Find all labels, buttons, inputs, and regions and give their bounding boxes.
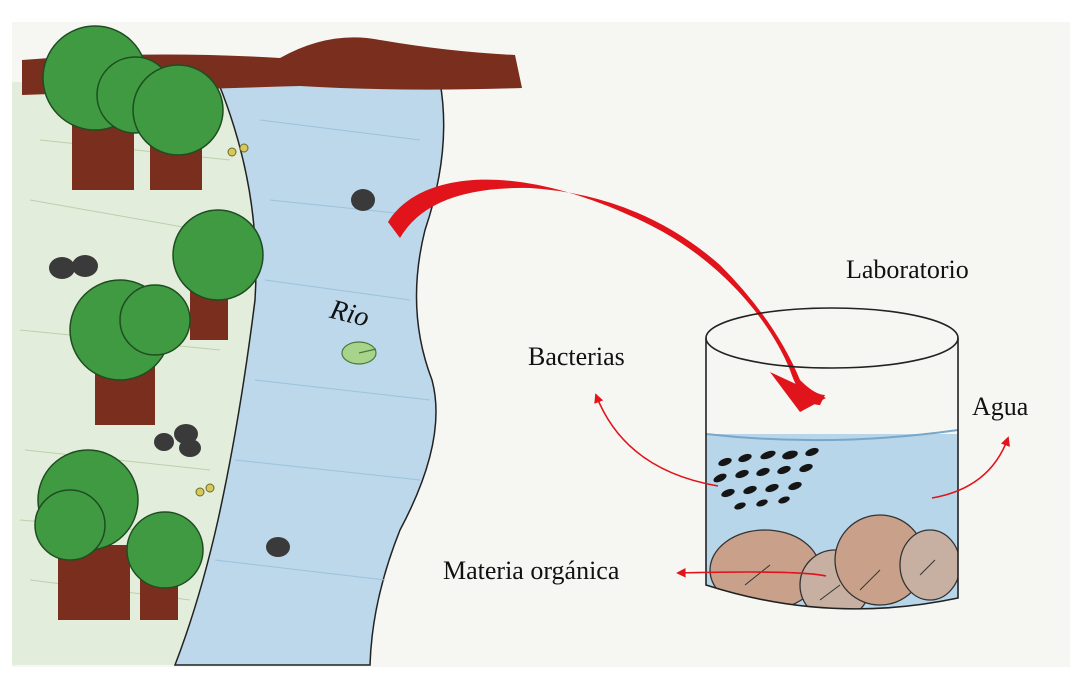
bacterias-label: Bacterias xyxy=(528,344,625,370)
lily-pad xyxy=(342,342,376,364)
agua-label: Agua xyxy=(972,394,1028,420)
materia-organica-label: Materia orgánica xyxy=(443,558,619,584)
laboratorio-label: Laboratorio xyxy=(846,257,969,283)
